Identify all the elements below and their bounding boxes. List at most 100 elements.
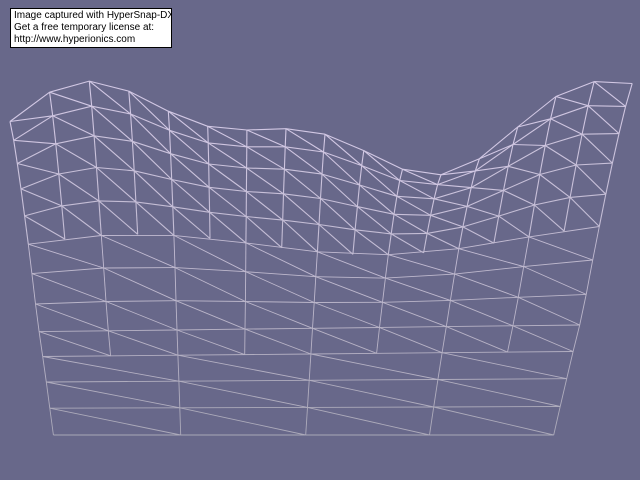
mesh-edge bbox=[581, 105, 589, 135]
mesh-edge bbox=[49, 407, 181, 436]
mesh-edge bbox=[533, 174, 541, 206]
mesh-edge bbox=[284, 128, 287, 147]
mesh-edge bbox=[31, 273, 36, 305]
mesh-edge bbox=[507, 144, 514, 167]
mesh-edge bbox=[575, 164, 607, 195]
mesh-edge bbox=[38, 331, 111, 357]
mesh-edge bbox=[382, 278, 386, 303]
mesh-edge bbox=[313, 276, 317, 303]
mesh-lines-near bbox=[27, 226, 600, 436]
mesh-edge bbox=[13, 115, 53, 141]
mesh-edge bbox=[42, 356, 179, 382]
mesh-edge bbox=[246, 191, 284, 221]
mesh-edge bbox=[433, 184, 439, 199]
mesh-edge bbox=[105, 301, 109, 331]
mesh-edge bbox=[130, 113, 133, 142]
mesh-edge bbox=[178, 381, 181, 408]
mesh-edge bbox=[282, 193, 285, 221]
mesh-edge bbox=[442, 352, 567, 380]
mesh-edge bbox=[207, 142, 247, 169]
mesh-edge bbox=[493, 216, 500, 244]
mesh-edge bbox=[134, 170, 172, 181]
mesh-edge bbox=[454, 273, 519, 298]
mesh-edge bbox=[31, 273, 107, 302]
mesh-edge bbox=[321, 173, 360, 186]
mesh-edge bbox=[207, 125, 247, 131]
mesh-edge bbox=[171, 179, 174, 207]
mesh-edge bbox=[430, 198, 435, 216]
mesh-edge bbox=[320, 197, 358, 208]
mesh-edge bbox=[498, 215, 530, 238]
mesh-edge bbox=[356, 184, 361, 207]
mesh-edge bbox=[385, 273, 455, 279]
mesh-edge bbox=[361, 165, 398, 197]
mesh-edge bbox=[359, 184, 398, 197]
mesh-edge bbox=[207, 142, 210, 165]
mesh-edge bbox=[130, 113, 171, 155]
mesh-edge bbox=[105, 301, 178, 331]
mesh-edge bbox=[174, 267, 177, 301]
mesh-edge bbox=[9, 115, 53, 123]
mesh-edge bbox=[98, 200, 102, 236]
mesh-edge bbox=[379, 302, 383, 328]
mesh-edge bbox=[88, 81, 93, 107]
mesh-edge bbox=[357, 206, 392, 235]
mesh-edge bbox=[17, 143, 57, 164]
mesh-edge bbox=[42, 356, 47, 383]
mesh-edge bbox=[88, 80, 131, 115]
mesh-edge bbox=[517, 266, 525, 298]
mesh-edge bbox=[324, 133, 365, 152]
mesh-edge bbox=[130, 113, 170, 131]
mesh-edge bbox=[517, 118, 551, 128]
mesh-edge bbox=[518, 293, 587, 298]
mesh-edge bbox=[38, 331, 44, 357]
mesh-edge bbox=[545, 133, 583, 147]
mesh-edge bbox=[433, 406, 561, 408]
mesh-edge bbox=[52, 115, 57, 144]
mesh-edge bbox=[446, 325, 513, 328]
mesh-edge bbox=[462, 215, 499, 228]
mesh-edge bbox=[319, 174, 323, 199]
watermark-line-2: Get a free temporary license at: bbox=[14, 22, 155, 33]
mesh-edge bbox=[587, 81, 595, 106]
mesh-edge bbox=[179, 407, 182, 436]
mesh-edge bbox=[96, 167, 137, 203]
mesh-edge bbox=[208, 186, 247, 217]
mesh-edge bbox=[393, 213, 428, 234]
mesh-edge bbox=[445, 300, 451, 327]
mesh-edge bbox=[553, 406, 561, 436]
mesh-edge bbox=[282, 219, 318, 253]
mesh-edge bbox=[426, 232, 460, 250]
mesh-edge bbox=[454, 248, 460, 275]
mesh-edge bbox=[450, 296, 519, 301]
mesh-edge bbox=[355, 229, 392, 235]
mesh-edge bbox=[135, 201, 173, 208]
mesh-edge bbox=[207, 125, 248, 148]
mesh-edge bbox=[576, 162, 613, 166]
mesh-edge bbox=[284, 168, 323, 175]
mesh-edge bbox=[282, 219, 320, 226]
mesh-edge bbox=[385, 277, 451, 301]
mesh-edge bbox=[108, 330, 179, 356]
mesh-edge bbox=[89, 80, 129, 92]
mesh-edge bbox=[507, 325, 514, 353]
mesh-edge bbox=[581, 133, 613, 164]
mesh-edge bbox=[58, 173, 100, 202]
mesh-edge bbox=[315, 276, 386, 279]
mesh-edge bbox=[55, 143, 60, 175]
mesh-edge bbox=[28, 243, 104, 269]
mesh-edge bbox=[172, 206, 211, 239]
mesh-edge bbox=[433, 187, 472, 200]
mesh-edge bbox=[314, 302, 380, 328]
mesh-edge bbox=[393, 196, 398, 215]
mesh-edge bbox=[20, 188, 26, 216]
mesh-edge bbox=[61, 205, 66, 240]
mesh-edge bbox=[512, 118, 551, 145]
mesh-edge bbox=[396, 180, 401, 197]
mesh-edge bbox=[169, 129, 210, 165]
mesh-edge bbox=[611, 133, 620, 164]
mesh-edge bbox=[315, 251, 318, 277]
mesh-edge bbox=[388, 254, 455, 275]
mesh-edge bbox=[437, 378, 567, 380]
